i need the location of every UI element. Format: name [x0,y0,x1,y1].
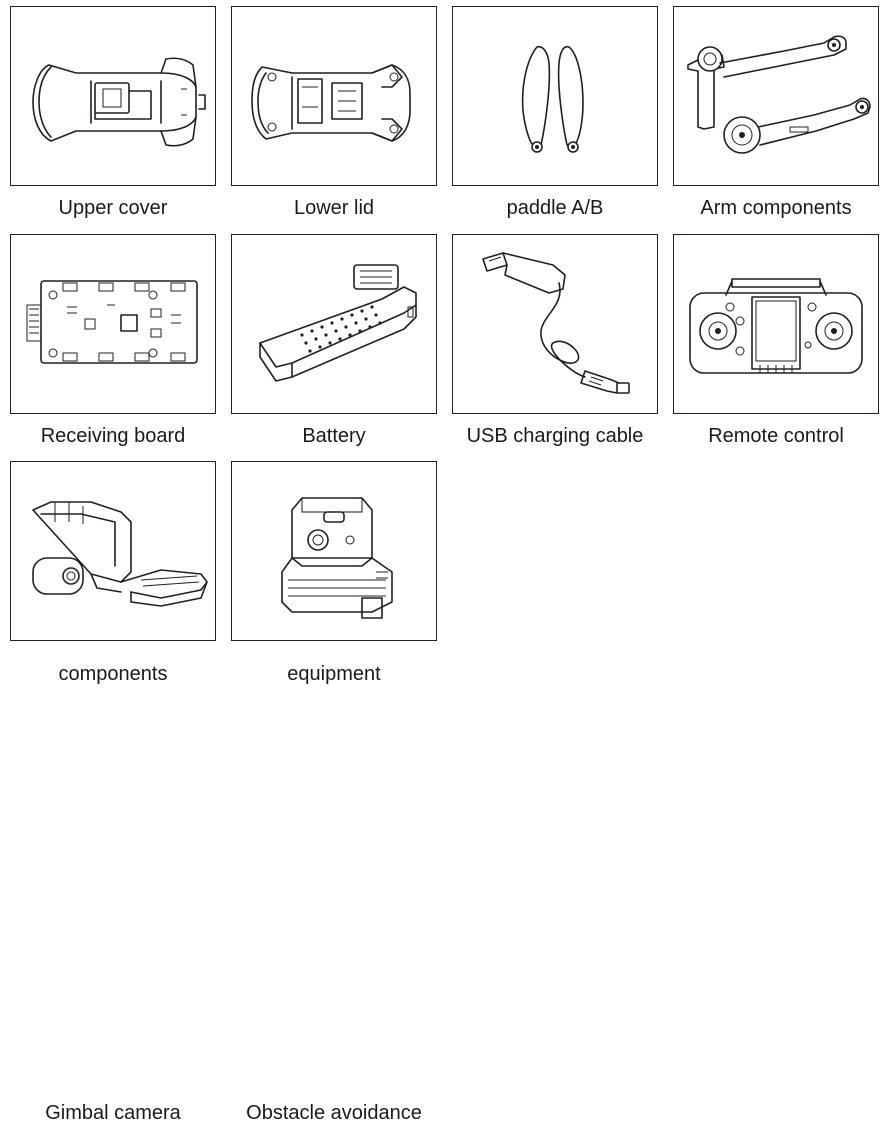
part-label: Upper cover [58,197,168,219]
obstacle-sensor-icon [281,497,393,619]
obstacle-frame [231,461,437,641]
part-label: Remote control [708,425,844,447]
usb-cable-frame [452,234,658,414]
upper-cover-icon [32,57,206,147]
gimbal-camera-icon [32,501,208,607]
part-label-line2: components [58,663,168,685]
battery-icon [259,264,417,382]
receiving-board-frame [10,234,216,414]
lower-lid-icon [251,64,411,142]
propeller-icon [521,45,584,153]
part-label: paddle A/B [506,197,604,219]
part-label: Battery [302,425,366,447]
arm-frame [673,6,879,186]
part-label-line2: equipment [287,663,381,685]
part-label: USB charging cable [466,425,644,447]
gimbal-frame [10,461,216,641]
part-label-line1: Gimbal camera [45,1102,181,1124]
remote-frame [673,234,879,414]
circuit-board-icon [26,280,198,364]
paddle-frame [452,6,658,186]
lower-lid-frame [231,6,437,186]
part-label-line1: Obstacle avoidance [246,1102,422,1124]
part-label: Arm components [700,197,852,219]
battery-frame [231,234,437,414]
usb-cable-icon [482,252,630,394]
part-label: Lower lid [293,197,375,219]
upper-cover-frame [10,6,216,186]
arm-icon [687,35,871,154]
part-label: Receiving board [40,425,186,447]
remote-control-icon [689,278,863,374]
